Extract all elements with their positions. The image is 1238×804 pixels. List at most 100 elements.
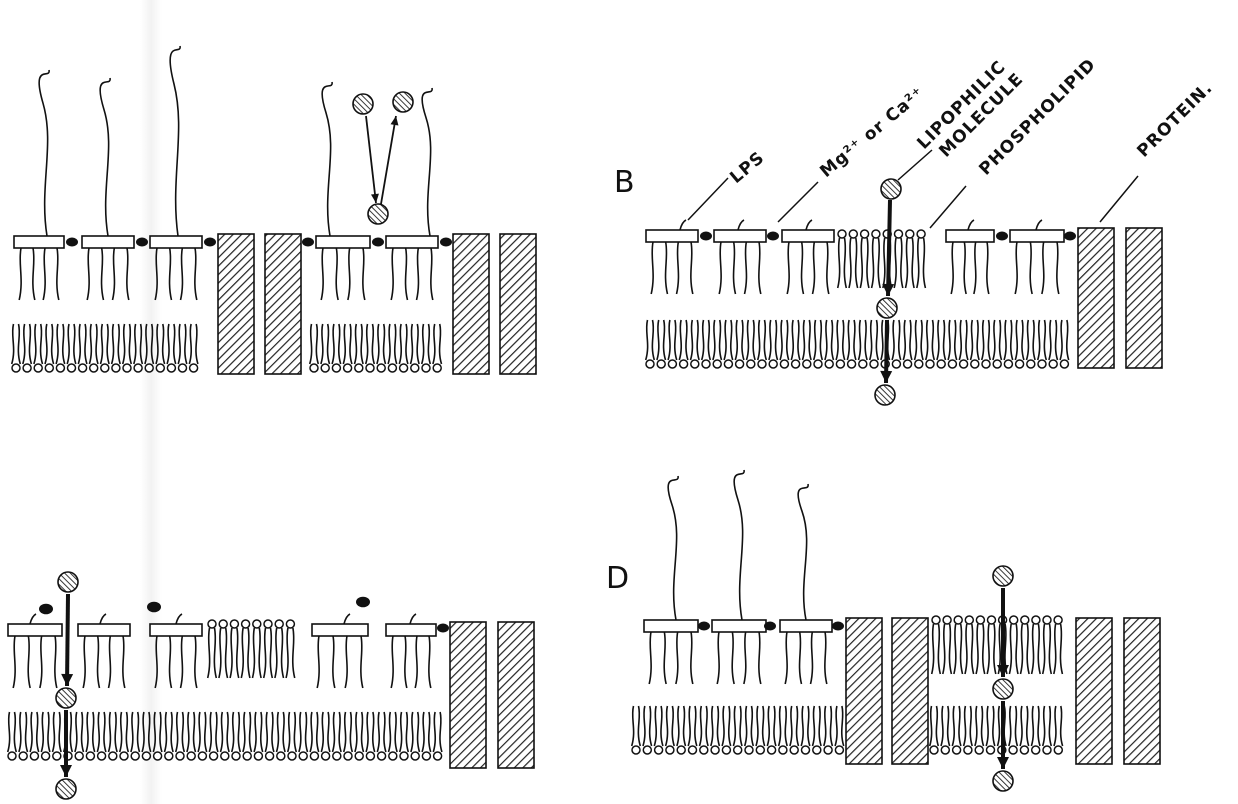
inner-lipid-head <box>915 360 923 368</box>
inner-lipid-tail <box>96 324 98 364</box>
inner-lipid-tail <box>97 712 99 752</box>
lps-acyl-chain <box>195 248 197 300</box>
lps-acyl-chain <box>417 248 419 300</box>
inner-lipid-tail <box>842 706 844 746</box>
inner-lipid-head <box>941 746 949 754</box>
inner-lipid-head <box>344 752 352 760</box>
panel-letter-b: B <box>614 165 635 200</box>
phospholipid-tail <box>226 628 228 678</box>
inner-lipid-tail <box>355 712 357 752</box>
inner-lipid-tail <box>814 320 816 360</box>
inner-lipid-tail <box>1020 706 1022 746</box>
inner-lipid-head <box>870 360 878 368</box>
phospholipid-tail <box>230 628 232 678</box>
inner-lipid-head <box>904 360 912 368</box>
inner-lipid-tail <box>53 712 55 752</box>
inner-lipid-head <box>824 746 832 754</box>
inner-lipid-tail <box>182 712 184 752</box>
inner-lipid-tail <box>18 324 20 364</box>
inner-lipid-tail <box>198 712 200 752</box>
inner-lipid-tail <box>876 320 878 360</box>
inner-lipid-tail <box>142 712 144 752</box>
inner-lipid-tail <box>165 712 167 752</box>
lps-acyl-chain <box>109 636 111 688</box>
inner-lipid-head <box>1038 360 1046 368</box>
inner-lipid-tail <box>684 706 686 746</box>
inner-lipid-head <box>190 364 198 372</box>
inner-lipid-tail <box>74 324 76 364</box>
inner-lipid-head <box>668 360 676 368</box>
inner-lipid-tail <box>316 324 318 364</box>
phospholipid-tail <box>219 628 221 678</box>
inner-lipid-head <box>142 752 150 760</box>
inner-lipid-tail <box>433 712 435 752</box>
inner-lipid-head <box>101 364 109 372</box>
phospholipid-head <box>943 616 951 624</box>
lps-acyl-chain <box>405 636 407 688</box>
inner-lipid-tail <box>366 324 368 364</box>
inner-lipid-tail <box>1027 320 1029 360</box>
lps-core-block <box>8 624 62 636</box>
o-antigen-chain <box>322 82 332 236</box>
phospholipid-tail <box>1038 624 1040 674</box>
lps-core-block <box>150 624 202 636</box>
inner-lipid-tail <box>339 324 341 364</box>
inner-lipid-head <box>1060 360 1068 368</box>
inner-lipid-head <box>310 752 318 760</box>
inner-lipid-tail <box>785 706 787 746</box>
inner-lipid-tail <box>373 712 375 752</box>
inner-lipid-head <box>355 752 363 760</box>
phospholipid-head <box>253 620 261 628</box>
inner-lipid-head <box>779 746 787 754</box>
inner-lipid-tail <box>310 324 312 364</box>
inner-lipid-tail <box>836 320 838 360</box>
inner-lipid-tail <box>174 324 176 364</box>
phospholipid-head <box>895 230 903 238</box>
phospholipid-tail <box>860 238 862 288</box>
phospholipid-tail <box>264 628 266 678</box>
inner-lipid-head <box>120 752 128 760</box>
inner-lipid-tail <box>176 712 178 752</box>
inner-lipid-tail <box>774 706 776 746</box>
inner-lipid-tail <box>145 324 147 364</box>
inner-lipid-head <box>982 360 990 368</box>
inner-lipid-head <box>756 746 764 754</box>
inner-lipid-tail <box>107 324 109 364</box>
inner-lipid-tail <box>37 712 39 752</box>
phospholipid-head <box>1054 616 1062 624</box>
lps-acyl-chain <box>55 636 57 688</box>
inner-lipid-head <box>42 752 50 760</box>
lps-acyl-chain <box>348 248 350 300</box>
inner-lipid-tail <box>1031 706 1033 746</box>
membrane-protein <box>1076 618 1112 764</box>
inner-lipid-tail <box>406 712 408 752</box>
inner-lipid-tail <box>764 320 766 360</box>
inner-lipid-head <box>814 360 822 368</box>
lps-acyl-chain <box>800 632 802 684</box>
inner-lipid-tail <box>205 712 207 752</box>
inner-lipid-tail <box>650 706 652 746</box>
inner-lipid-tail <box>429 712 431 752</box>
phospholipid-tail <box>1054 624 1056 674</box>
cation-dot <box>66 238 78 247</box>
inner-lipid-head <box>930 746 938 754</box>
inner-lipid-head <box>677 746 685 754</box>
phospholipid-head <box>838 230 846 238</box>
membrane-protein <box>1124 618 1160 764</box>
inner-lipid-tail <box>377 324 379 364</box>
phospholipid-tail <box>282 628 284 678</box>
inner-lipid-tail <box>835 706 837 746</box>
inner-lipid-tail <box>993 320 995 360</box>
inner-lipid-tail <box>654 706 656 746</box>
inner-lipid-head <box>366 752 374 760</box>
inner-lipid-head <box>993 360 1001 368</box>
inner-lipid-head <box>8 752 16 760</box>
inner-lipid-head <box>769 360 777 368</box>
lps-core-block <box>386 236 438 248</box>
cation-dot <box>700 232 712 241</box>
o-antigen-chain <box>100 78 110 236</box>
lps-acyl-chain <box>431 248 433 300</box>
lps-acyl-chain <box>802 242 804 294</box>
inner-lipid-tail <box>747 320 749 360</box>
